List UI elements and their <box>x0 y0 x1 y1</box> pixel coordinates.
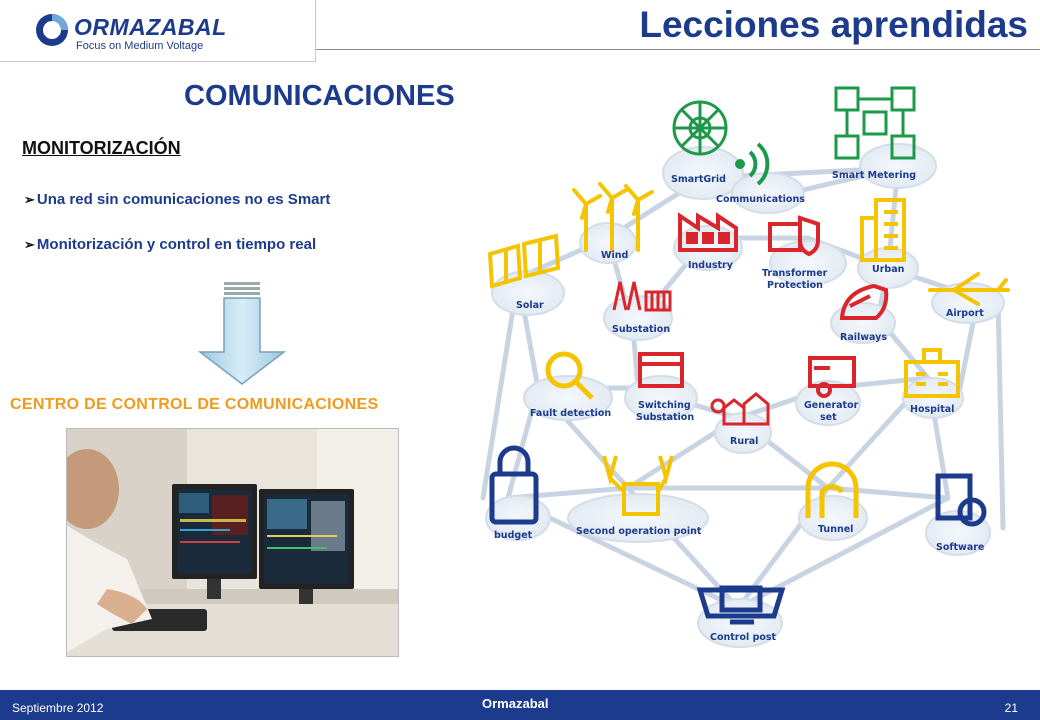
footer-bar: Septiembre 2012 Ormazabal 21 <box>0 690 1040 720</box>
node-label-hospital: Hospital <box>910 404 954 415</box>
node-label-rural: Rural <box>730 436 758 447</box>
budget-padlock-icon <box>489 445 539 525</box>
node-label-substation: Substation <box>612 324 670 335</box>
bullet-arrow-icon: ➢ <box>24 237 35 252</box>
switching-substation-icon <box>638 352 684 388</box>
control-center-title: CENTRO DE CONTROL DE COMUNICACIONES <box>10 396 379 413</box>
node-label-communications: Communications <box>716 194 805 205</box>
node-label-smart-metering: Smart Metering <box>832 170 916 181</box>
second-operation-point-icon <box>602 455 674 516</box>
hospital-icon <box>904 348 960 398</box>
ormazabal-logo-icon <box>36 14 68 46</box>
node-label-generator: Generator <box>804 400 859 411</box>
node-label-budget: budget <box>494 530 533 541</box>
slide-title: Lecciones aprendidas <box>639 4 1028 45</box>
node-label-wind: Wind <box>601 250 628 261</box>
industry-icon <box>678 212 738 252</box>
generator-set-icon <box>808 356 856 398</box>
header-divider <box>316 49 1040 50</box>
node-label-solar: Solar <box>516 300 544 311</box>
node-label-switching-substation: Substation <box>636 412 694 423</box>
smart-metering-icon <box>834 86 916 160</box>
transformer-protection-icon <box>768 215 820 257</box>
node-label-protection: Protection <box>767 280 823 291</box>
railways-icon <box>839 283 889 320</box>
page-number: 21 <box>1004 701 1018 715</box>
node-label-fault-detection: Fault detection <box>530 408 611 419</box>
smartgrid-network-diagram: SmartGrid Communications Smart Metering … <box>478 78 1040 664</box>
logo-word: ORMAZABAL <box>74 14 227 40</box>
bullet-item: ➢Una red sin comunicaciones no es Smart <box>24 191 330 208</box>
node-label-tunnel: Tunnel <box>818 524 853 535</box>
control-post-icon <box>696 585 786 625</box>
bullet-arrow-icon: ➢ <box>24 192 35 207</box>
footer-date: Septiembre 2012 <box>12 701 104 715</box>
logo-tagline: Focus on Medium Voltage <box>76 40 204 52</box>
wifi-icon <box>735 142 770 186</box>
fault-detection-icon <box>545 351 594 400</box>
node-label-transformer: Transformer <box>762 268 828 279</box>
node-label-switching: Switching <box>638 400 691 411</box>
smartgrid-icon <box>672 100 728 156</box>
rural-icon <box>710 392 770 426</box>
control-room-photo <box>66 428 399 657</box>
section-title: COMUNICACIONES <box>184 80 455 112</box>
software-icon <box>935 473 987 527</box>
bullet-text: Una red sin comunicaciones no es Smart <box>36 191 331 208</box>
node-label-industry: Industry <box>688 260 734 271</box>
down-arrow-icon <box>197 282 287 385</box>
urban-icon <box>860 198 906 262</box>
logo-box: ORMAZABAL Focus on Medium Voltage <box>0 0 316 62</box>
node-label-second-operation-point: Second operation point <box>576 526 702 537</box>
node-label-smartgrid: SmartGrid <box>671 174 726 185</box>
node-label-railways: Railways <box>840 332 887 343</box>
footer-brand: Ormazabal <box>482 696 549 711</box>
bullet-text: Monitorización y control en tiempo real <box>36 236 317 253</box>
control-room-illustration <box>67 429 398 656</box>
wind-icon <box>572 182 654 252</box>
tunnel-icon <box>805 461 859 518</box>
bullet-item: ➢Monitorización y control en tiempo real <box>24 236 316 253</box>
node-label-airport: Airport <box>946 308 984 319</box>
node-label-software: Software <box>936 542 984 553</box>
node-label-control-post: Control post <box>710 632 777 643</box>
node-label-generator-set: set <box>820 412 837 423</box>
node-label-urban: Urban <box>872 264 905 275</box>
subtitle: MONITORIZACIÓN <box>22 138 181 158</box>
airport-icon <box>928 272 1010 306</box>
solar-icon <box>487 233 561 289</box>
substation-icon <box>612 281 672 312</box>
